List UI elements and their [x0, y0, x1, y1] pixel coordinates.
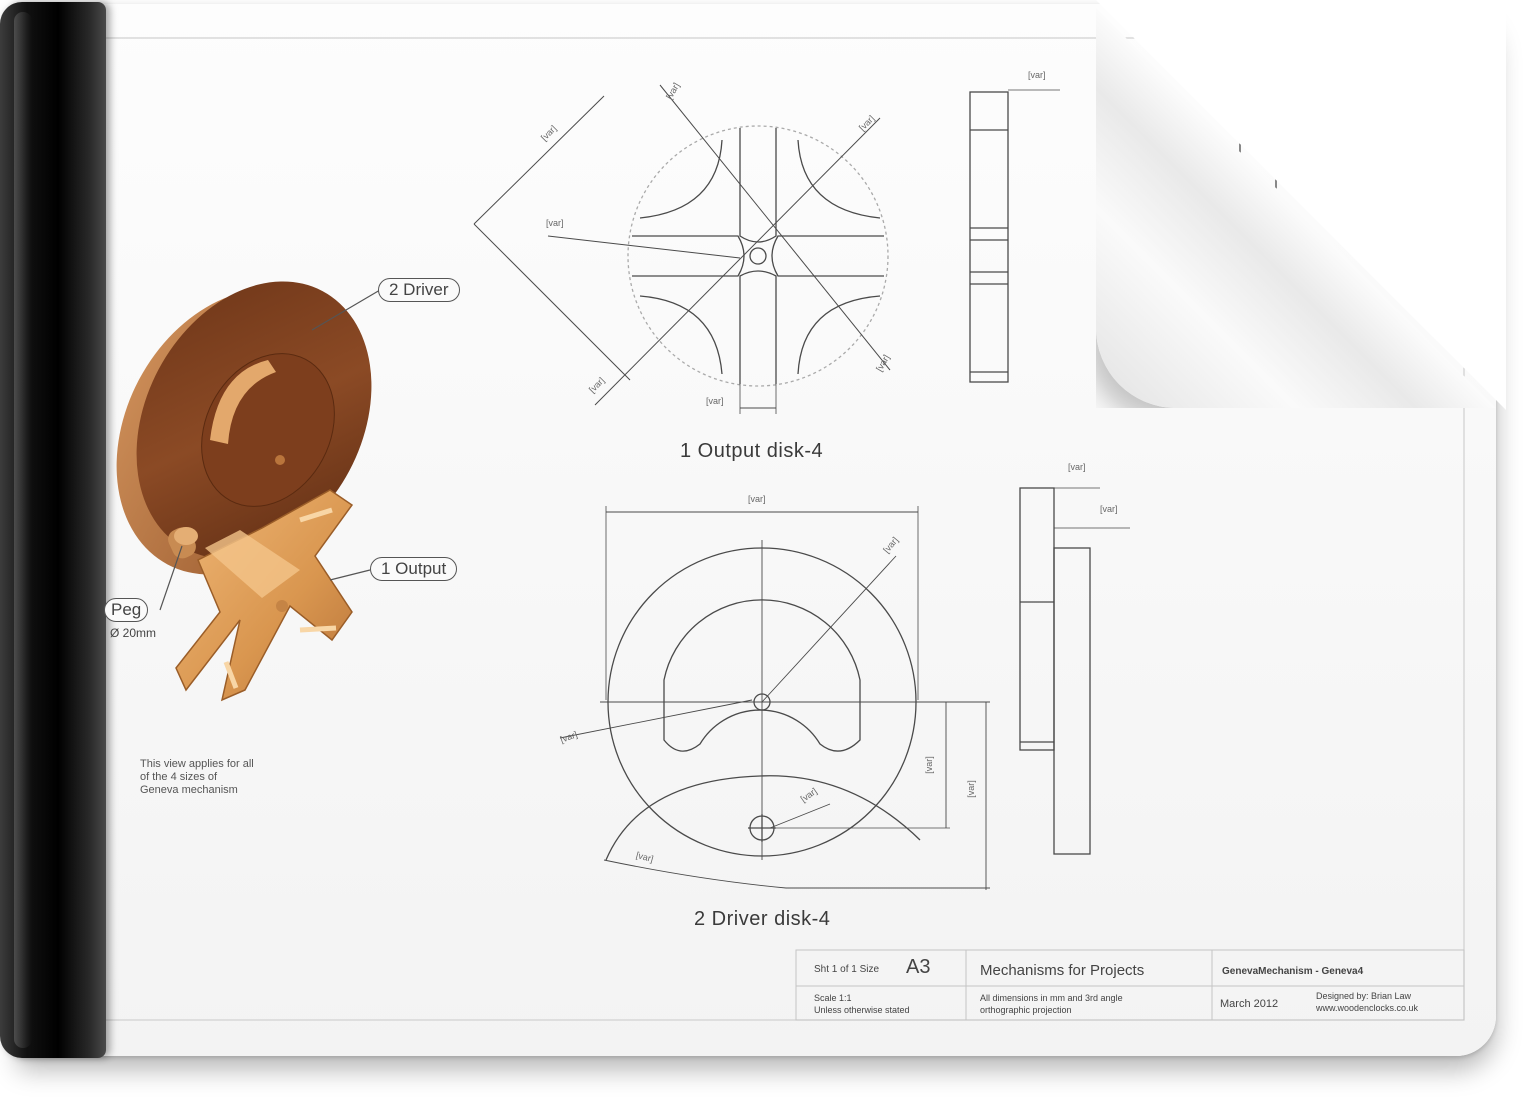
- dim-label: [var]: [923, 756, 934, 774]
- output-disk-view: [473, 84, 891, 414]
- title-block-designer: Designed by: Brian Law: [1316, 991, 1412, 1001]
- driver-disk-side-view: [1019, 487, 1130, 855]
- binder-spine: [0, 2, 106, 1058]
- title-block-date: March 2012: [1220, 998, 1279, 1010]
- dim-label: [var]: [1068, 462, 1086, 472]
- peg-note: Ø 20mm: [110, 626, 157, 640]
- title-block-dims-note: All dimensions in mm and 3rd angle: [980, 993, 1123, 1003]
- dim-label: [var]: [1100, 504, 1118, 514]
- dim-label: [var]: [965, 780, 976, 798]
- title-block-project: Mechanisms for Projects: [980, 962, 1145, 979]
- view-title-driver-disk: 2 Driver disk-4: [694, 908, 831, 930]
- dim-label: [var]: [1028, 70, 1046, 80]
- dim-label: [var]: [706, 396, 724, 406]
- view-title-output-disk: 1 Output disk-4: [680, 440, 824, 462]
- balloon-peg: Peg: [104, 598, 149, 622]
- note-line: of the 4 sizes of: [140, 771, 218, 783]
- geneva-3d-model: [116, 281, 381, 702]
- drawing-note: This view applies for all of the 4 sizes…: [140, 758, 330, 797]
- title-block-drawing-name: GenevaMechanism - Geneva4: [1222, 966, 1364, 977]
- note-line: Geneva mechanism: [140, 784, 238, 796]
- balloon-driver: 2 Driver: [378, 278, 460, 302]
- dim-label: [var]: [748, 494, 766, 504]
- title-block-size-value: A3: [906, 956, 931, 978]
- note-line: This view applies for all: [140, 758, 254, 770]
- title-block-scale: Scale 1:1: [814, 993, 852, 1003]
- driver-disk-view: [559, 506, 990, 890]
- output-disk-side-view: [969, 89, 1060, 383]
- title-block-grid: [795, 949, 1465, 1021]
- title-block-units-note: Unless otherwise stated: [814, 1005, 910, 1015]
- title-block-size-label: Sht 1 of 1 Size: [814, 964, 880, 975]
- dim-label: [var]: [546, 218, 564, 228]
- title-block-projection-note: orthographic projection: [980, 1005, 1072, 1015]
- spine-highlight: [14, 12, 32, 1048]
- balloon-output: 1 Output: [370, 557, 458, 581]
- title-block-website: www.woodenclocks.co.uk: [1316, 1003, 1419, 1013]
